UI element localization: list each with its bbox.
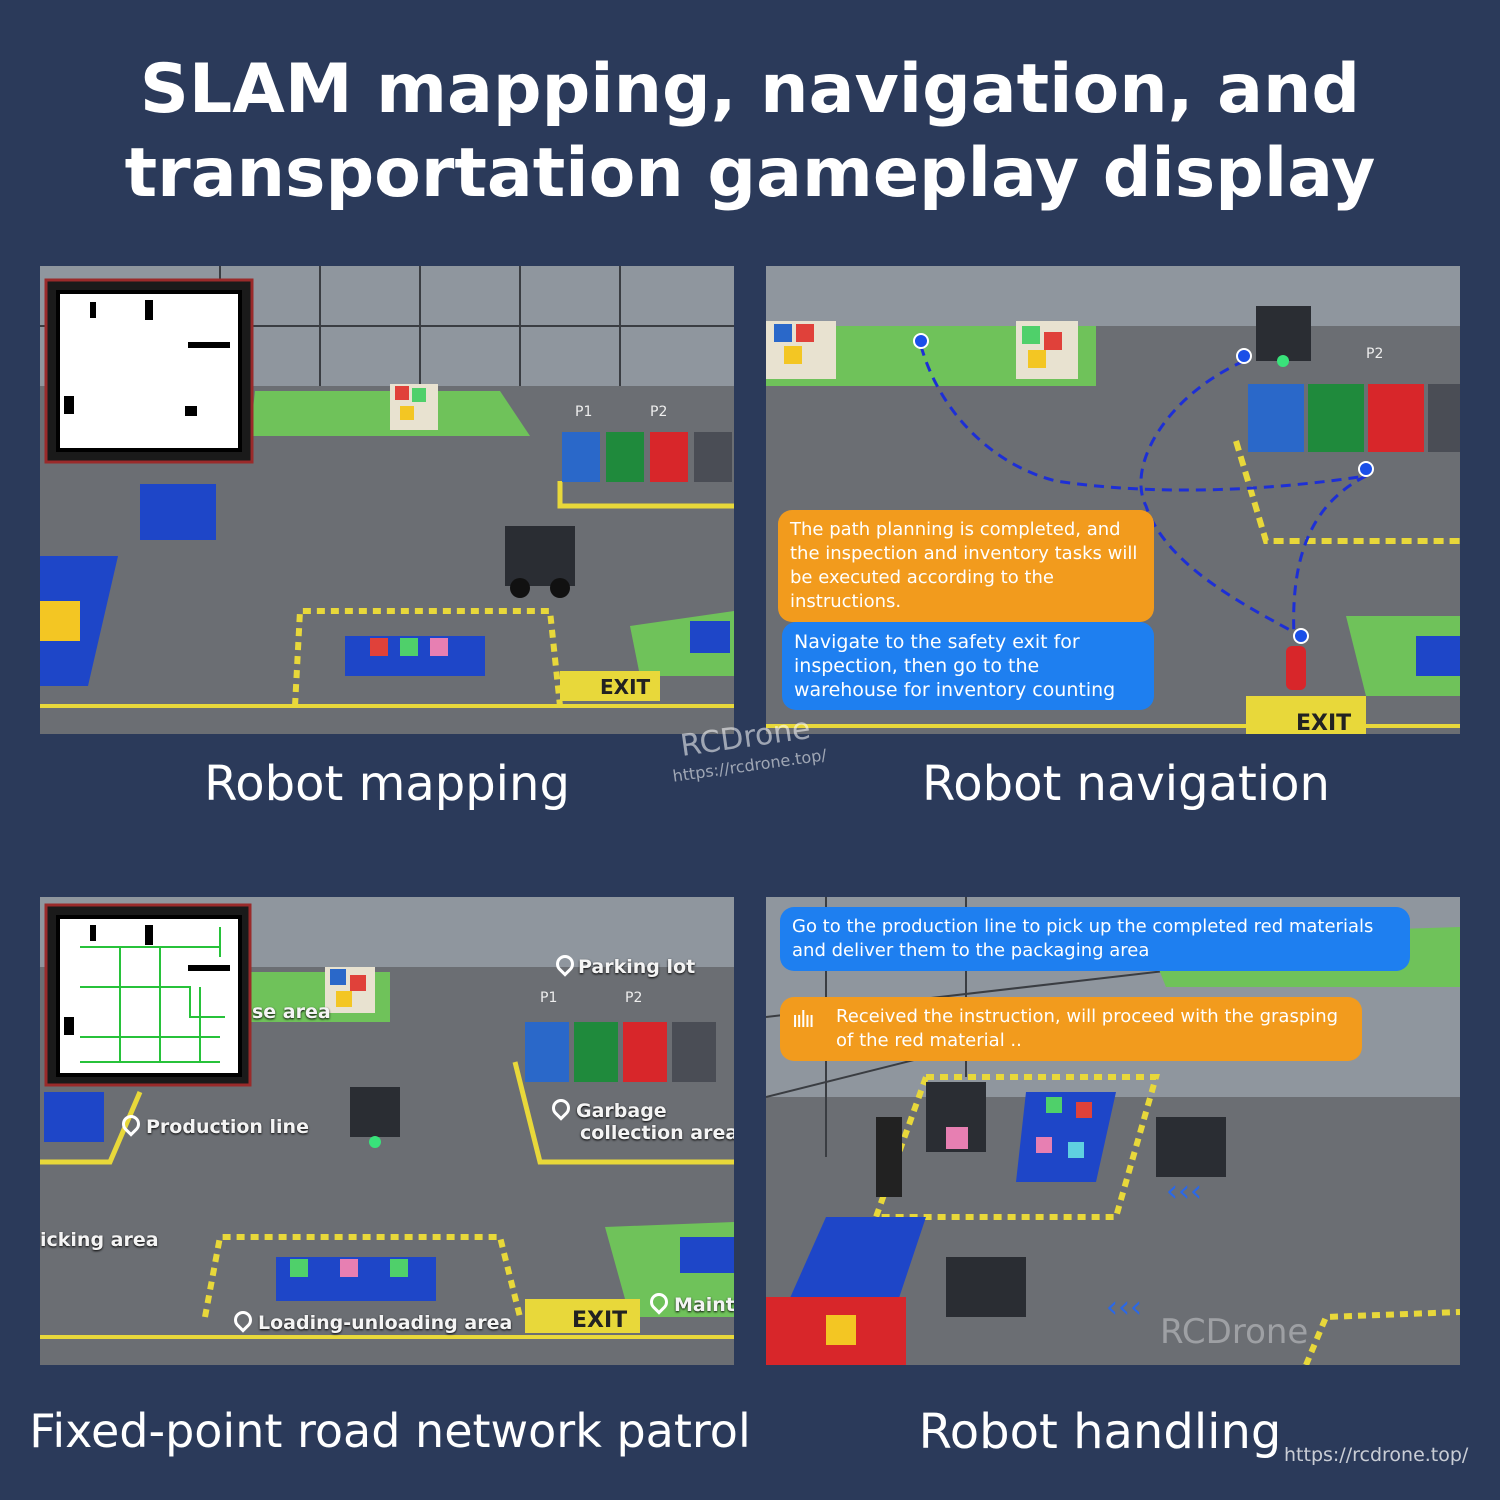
parking-lot-label: Parking lot (552, 951, 695, 978)
parking-p1-label: P1 (540, 990, 557, 1006)
loading-unloading-label: Loading-unloading area (230, 1307, 512, 1334)
location-pin-icon (552, 951, 578, 977)
robot-mapping-caption: Robot mapping (204, 756, 570, 812)
production-line-label: Production line (118, 1111, 309, 1138)
grasp-confirmation-message: ıılıı Received the instruction, will pro… (780, 997, 1362, 1061)
exit-sign: EXIT (1296, 711, 1351, 734)
title-line-2: transportation gameplay display (124, 134, 1376, 213)
exit-sign: EXIT (572, 1308, 627, 1333)
location-pin-icon (646, 1289, 672, 1315)
parking-p2-label: P2 (1366, 346, 1383, 362)
location-pin-icon (548, 1095, 574, 1121)
brand-watermark-handling: RCDrone (1160, 1312, 1309, 1352)
robot-navigation-caption: Robot navigation (922, 756, 1330, 812)
footer-url: https://rcdrone.top/ (1284, 1444, 1469, 1466)
robot-handling-caption: Robot handling (918, 1404, 1282, 1460)
road-network (80, 927, 225, 1063)
pickup-instruction-message: Go to the production line to pick up the… (780, 907, 1410, 971)
patrol-panel: P1 P2 EXIT Parking lot se (40, 897, 734, 1365)
location-pin-icon (230, 1307, 256, 1333)
path-planning-message: The path planning is completed, and the … (778, 510, 1154, 622)
warehouse-area-label: se area (252, 1001, 331, 1023)
robot-handling-panel: ‹‹‹ ‹‹‹ Go to the production line to pic… (766, 897, 1460, 1365)
robot-mapping-panel: EXIT P1 P2 (40, 266, 734, 734)
title-line-1: SLAM mapping, navigation, and (139, 50, 1361, 129)
parking-p2-label: P2 (650, 404, 667, 420)
garbage-collection-label: Garbage collection area (548, 1095, 734, 1144)
motion-arrows-icon: ‹‹‹ (1166, 1174, 1202, 1209)
maintenance-label: Maint (646, 1289, 734, 1316)
mapping-scene: EXIT P1 P2 (40, 266, 734, 734)
planned-path (919, 345, 1367, 638)
parking-p1-label: P1 (575, 404, 592, 420)
robot-navigation-panel: EXIT P2 The path planning is completed, … (766, 266, 1460, 734)
parking-p2-label: P2 (625, 990, 642, 1006)
location-pin-icon (118, 1111, 144, 1137)
page-title: SLAM mapping, navigation, and transporta… (0, 48, 1500, 216)
exit-sign: EXIT (600, 675, 651, 699)
picking-area-label: icking area (40, 1229, 159, 1251)
patrol-caption: Fixed-point road network patrol (29, 1404, 751, 1458)
voice-wave-icon: ıılıı (792, 1008, 815, 1033)
navigate-instruction-message: Navigate to the safety exit for inspecti… (782, 622, 1154, 710)
motion-arrows-icon: ‹‹‹ (1106, 1290, 1142, 1325)
patrol-scene: P1 P2 EXIT (40, 897, 734, 1365)
